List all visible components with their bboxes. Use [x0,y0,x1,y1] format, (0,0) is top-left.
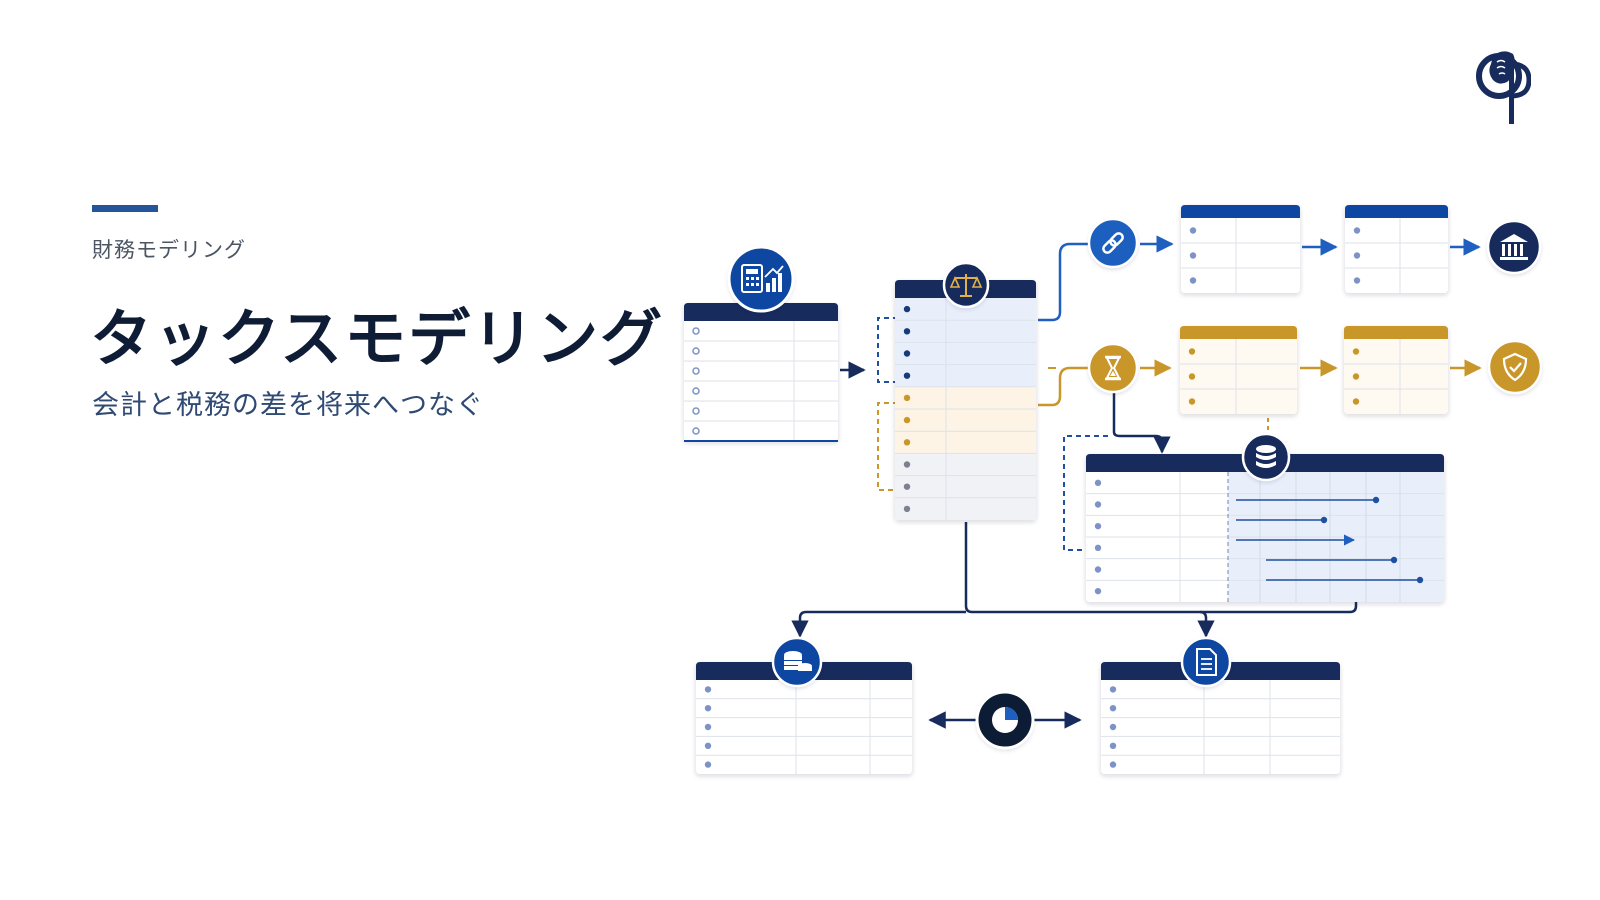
document-icon [1180,636,1232,688]
input-sheet [684,303,838,442]
pie-chart-icon [975,690,1035,750]
connector-hourglass-to-schedule [1112,392,1171,454]
balance-scale-icon [942,261,990,309]
lion-op-monogram-logo [1476,51,1531,124]
schedule-bars [1236,496,1424,584]
temporary-sheet-1 [1180,326,1297,414]
connector-reconcile-to-link [1038,242,1088,322]
arrow-to-report [1197,610,1215,638]
reconcile-sheet [895,280,1036,520]
permanent-sheet-1 [1181,205,1300,293]
subtitle: 会計と税務の差を将来へつなぐ [92,390,484,421]
bank-building-icon [1486,219,1542,275]
accent-bar [92,205,158,212]
arrow-to-cash-tax [791,610,966,638]
shield-check-icon [1487,339,1543,395]
page-title: タックスモデリング [90,302,665,375]
bracket-blue-dashed [877,317,898,383]
bracket-schedule-dashed [1063,435,1108,551]
connector-reconcile-to-hourglass [1038,366,1088,407]
temporary-sheet-2 [1344,326,1448,414]
link-icon [1087,217,1139,269]
coins-icon [771,636,823,688]
bracket-gold-dashed [877,402,898,491]
connector-reconcile-to-bottom [964,522,1358,614]
eyebrow-label: 財務モデリング [92,238,246,262]
calculator-chart-icon [727,245,795,313]
hourglass-icon [1087,342,1139,394]
database-icon [1241,432,1291,482]
permanent-sheet-2 [1345,205,1448,293]
